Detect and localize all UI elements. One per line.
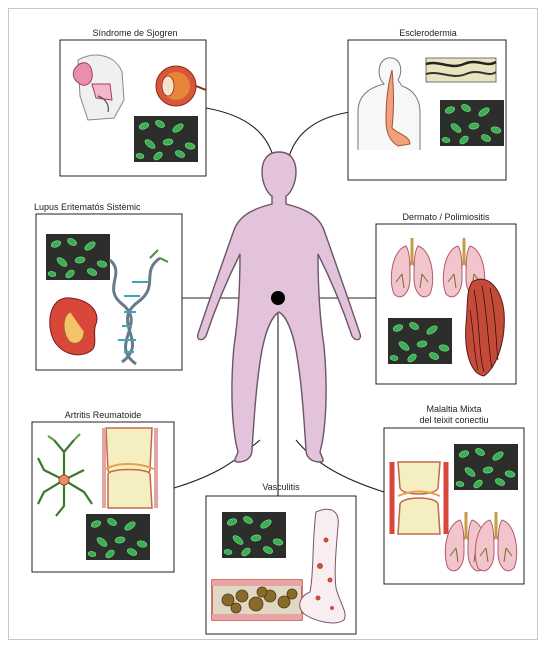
- label-lupus: Lupus Eritematós Sistèmic: [34, 202, 141, 212]
- label-scleroderma: Esclerodermia: [350, 28, 506, 38]
- label-sjogren: Síndrome de Sjogren: [62, 28, 208, 38]
- joint-icon: [104, 428, 156, 508]
- fluorescent-cells-icon: [134, 116, 198, 162]
- fluorescent-cells-icon: [440, 100, 504, 146]
- label-mixed-line1: Malaltia Mixta: [384, 404, 524, 414]
- human-body-figure: [198, 152, 361, 462]
- label-mixed-line2: del teixit conectiu: [384, 415, 524, 425]
- label-dermato: Dermato / Polimiositis: [376, 212, 516, 222]
- fluorescent-cells-icon: [86, 514, 150, 560]
- blood-vessel-icon: [212, 580, 302, 620]
- fluorescent-cells-icon: [388, 318, 452, 364]
- body-center-dot: [271, 291, 285, 305]
- label-vasculitis: Vasculitis: [206, 482, 356, 492]
- tissue-strip-icon: [426, 58, 496, 82]
- label-ra: Artritis Reumatoide: [32, 410, 174, 420]
- fluorescent-cells-icon: [46, 234, 110, 280]
- fluorescent-cells-icon: [454, 444, 518, 490]
- fluorescent-cells-icon: [222, 512, 286, 558]
